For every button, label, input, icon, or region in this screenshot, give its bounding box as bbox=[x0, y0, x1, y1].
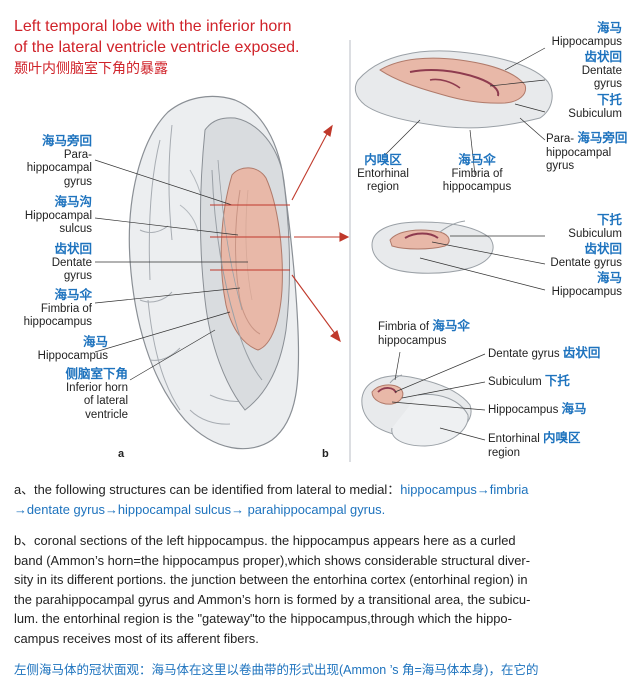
figure: Left temporal lobe with the inferior hor… bbox=[14, 16, 628, 462]
illustration bbox=[94, 40, 553, 462]
s1-label-entorhinal: 内嗅区 Entorhinal region bbox=[357, 153, 409, 193]
caption-b-line: the parahippocampal gyrus and Ammon’s ho… bbox=[14, 591, 531, 607]
caption-b-line: sity in its different portions. the junc… bbox=[14, 572, 528, 587]
caption-b-line: band (Ammon’s horn=the hippocampus prope… bbox=[14, 552, 531, 568]
label-hippocampal-sulcus: 海马沟 Hippocampal sulcus bbox=[24, 195, 92, 235]
s2-label-hippocampus: 海马 Hippocampus bbox=[551, 271, 622, 298]
section-2-drawing bbox=[371, 220, 494, 274]
panel-label-a: a bbox=[118, 448, 125, 460]
leader-lines-s3 bbox=[391, 351, 486, 441]
caption-a-prefix: a、the following structures can be identi… bbox=[14, 482, 401, 497]
label-parahippocampal-gyrus: 海马旁回 Para- hippocampal gyrus bbox=[26, 134, 92, 188]
label-inferior-horn: 侧脑室下角 Inferior horn of lateral ventricle bbox=[65, 367, 128, 421]
leader-lines-s2 bbox=[419, 235, 546, 291]
s1-label-fimbria: 海马伞 Fimbria of hippocampus bbox=[442, 153, 512, 193]
label-hippocampus: 海马 Hippocampus bbox=[37, 335, 108, 362]
caption-b-line: lum. the entorhinal region is the "gatew… bbox=[14, 611, 512, 626]
s3-label-dentate: Dentate gyrus 齿状回 bbox=[488, 346, 601, 360]
s1-label-dentate: 齿状回 Dentate gyrus bbox=[581, 50, 622, 90]
s3-label-subiculum: Subiculum 下托 bbox=[488, 374, 570, 388]
label-fimbria: 海马伞 Fimbria of hippocampus bbox=[23, 288, 92, 328]
leader-lines-a bbox=[94, 159, 248, 381]
title-chinese: 颞叶内侧脑室下角的暴露 bbox=[14, 60, 168, 76]
s3-label-hippocampus: Hippocampus 海马 bbox=[488, 402, 587, 416]
section-1-drawing bbox=[354, 50, 553, 129]
temporal-lobe-drawing bbox=[128, 95, 300, 450]
s2-label-subiculum: 下托 Subiculum bbox=[568, 213, 622, 240]
s2-label-dentate: 齿状回 Dentate gyrus bbox=[550, 242, 622, 269]
section-lines bbox=[210, 204, 290, 271]
s1-label-hippocampus: 海马 Hippocampus bbox=[551, 21, 622, 48]
caption-b-line: campus receives most of its afferent fib… bbox=[14, 630, 259, 646]
caption-chinese-line: 左侧海马体的冠状面观：海马体在这里以卷曲带的形式出现(Ammon ’s 角=海马… bbox=[14, 663, 539, 677]
caption-b: b、coronal sections of the left hippocamp… bbox=[14, 531, 628, 648]
caption-a-sequence-2: →dentate gyrus→hippocampal sulcus→ parah… bbox=[14, 501, 386, 517]
panel-label-b: b bbox=[322, 448, 329, 460]
section-3-drawing bbox=[361, 374, 472, 447]
s1-label-parahippocampal: Para- 海马旁回 hippocampal gyrus bbox=[546, 131, 628, 172]
s3-label-entorhinal: Entorhinal 内嗅区 region bbox=[488, 431, 581, 459]
figure-title: Left temporal lobe with the inferior hor… bbox=[14, 16, 299, 79]
s3-label-fimbria: Fimbria of 海马伞 hippocampus bbox=[378, 319, 470, 347]
title-line-2: of the lateral ventricle ventricle expos… bbox=[14, 39, 300, 56]
leader-lines-s1 bbox=[384, 47, 546, 176]
s1-label-subiculum: 下托 Subiculum bbox=[568, 93, 622, 120]
section-arrows bbox=[291, 124, 350, 343]
caption-a-sequence-1: hippocampus→fimbria bbox=[400, 482, 529, 497]
caption-b-line: b、coronal sections of the left hippocamp… bbox=[14, 533, 516, 548]
label-dentate-gyrus: 齿状回 Dentate gyrus bbox=[51, 242, 92, 282]
caption-a: a、the following structures can be identi… bbox=[14, 480, 628, 519]
title-line-1: Left temporal lobe with the inferior hor… bbox=[14, 18, 292, 35]
